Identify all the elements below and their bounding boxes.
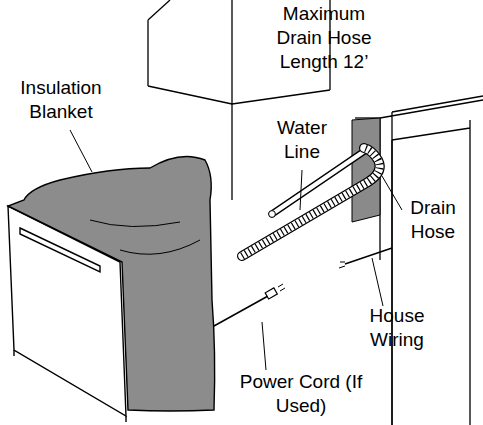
house-wiring xyxy=(339,248,392,268)
power-cord xyxy=(214,284,285,326)
part-label: Maximum Drain Hose Length 12’ xyxy=(262,2,386,74)
part-label: Water Line xyxy=(262,116,342,164)
dishwasher xyxy=(8,156,215,422)
drain-hose xyxy=(242,148,380,256)
leader-lines xyxy=(70,130,402,370)
part-label: Drain Hose xyxy=(392,196,474,244)
part-label: Power Cord (If Used) xyxy=(236,370,366,418)
part-label: Insulation Blanket xyxy=(2,76,120,124)
part-label: House Wiring xyxy=(352,304,442,352)
